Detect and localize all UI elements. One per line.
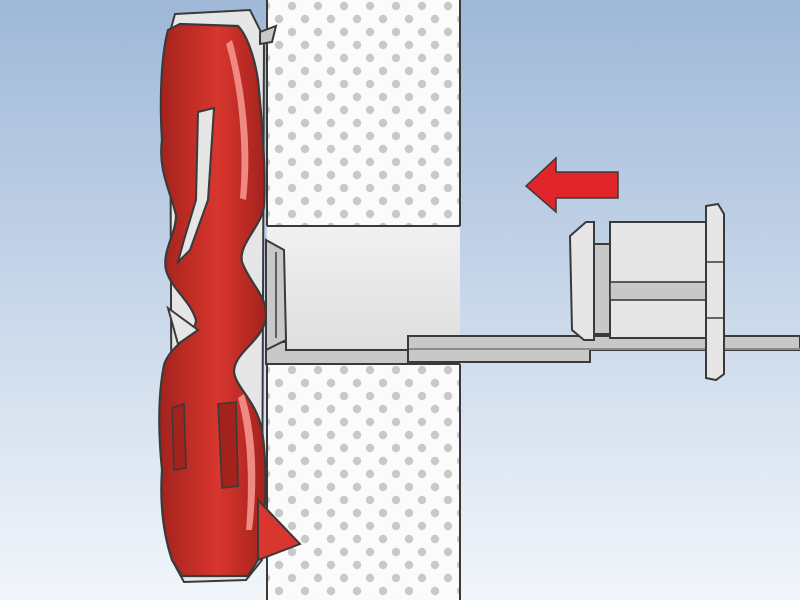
- collar-sleeve-icon: [568, 202, 725, 382]
- wall-anchor-icon: [158, 8, 302, 584]
- wall-board: [266, 0, 461, 600]
- arrow-left-icon: [524, 156, 619, 214]
- metal-strap: [265, 335, 800, 365]
